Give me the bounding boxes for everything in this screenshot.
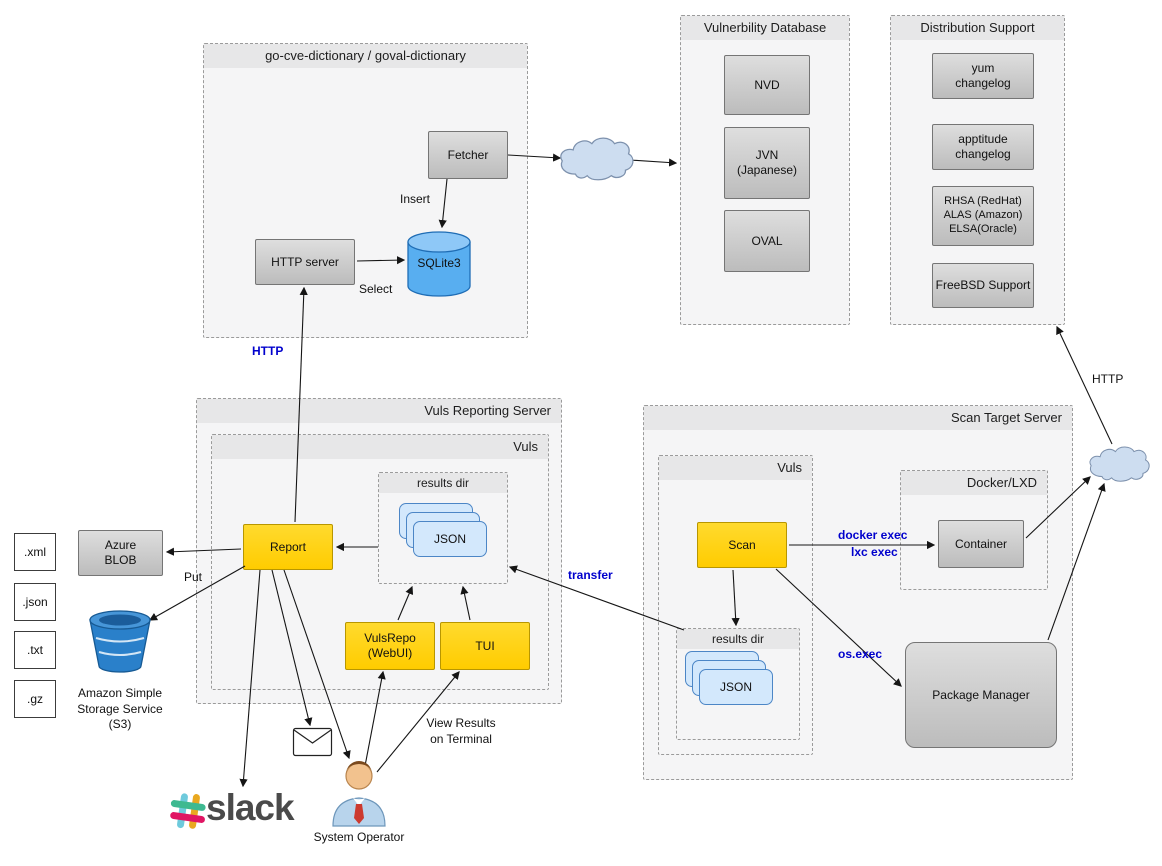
json-file: JSON	[699, 669, 773, 705]
reporting-vuls-title: Vuls	[212, 435, 548, 459]
json-file: JSON	[413, 521, 487, 557]
sqlite-label: SQLite3	[417, 256, 461, 270]
scan-results-dir-title: results dir	[677, 629, 799, 649]
freebsd-support-node: FreeBSD Support	[932, 263, 1034, 308]
nvd-node: NVD	[724, 55, 810, 115]
slack-hash-icon	[170, 793, 206, 829]
s3-label: Amazon Simple Storage Service (S3)	[77, 686, 163, 732]
reporting-results-dir: results dir JSON	[378, 472, 508, 584]
lxc-exec-label: lxc exec	[851, 545, 898, 559]
yum-changelog-node: yum changelog	[932, 53, 1034, 99]
http-edge-label: HTTP	[252, 344, 284, 358]
reporting-server-title: Vuls Reporting Server	[197, 399, 561, 423]
docker-lxd-title: Docker/LXD	[901, 471, 1047, 495]
person-icon	[332, 761, 386, 827]
cloud-icon	[1089, 446, 1150, 482]
scan-target-server-title: Scan Target Server	[644, 406, 1072, 430]
slack-label: slack	[206, 787, 295, 828]
scan-vuls-title: Vuls	[659, 456, 812, 480]
vulsrepo-node: VulsRepo (WebUI)	[345, 622, 435, 670]
os-exec-label: os.exec	[838, 647, 883, 661]
reporting-json-stack: JSON	[399, 503, 489, 563]
cloud-icon	[560, 137, 634, 181]
reporting-results-dir-title: results dir	[379, 473, 507, 493]
apptitude-changelog-node: apptitude changelog	[932, 124, 1034, 170]
file-type-json: .json	[14, 583, 56, 621]
envelope-icon	[292, 727, 333, 757]
s3-bucket-icon	[89, 610, 151, 673]
http-right-label: HTTP	[1092, 372, 1124, 386]
distribution-support-group: Distribution Support	[890, 15, 1065, 325]
view-results-label: View Results on Terminal	[426, 716, 496, 746]
insert-label: Insert	[400, 192, 431, 206]
jvn-node: JVN (Japanese)	[724, 127, 810, 199]
container-node: Container	[938, 520, 1024, 568]
fetcher-node: Fetcher	[428, 131, 508, 179]
distribution-support-title: Distribution Support	[891, 16, 1064, 40]
system-operator-label: System Operator	[313, 830, 405, 844]
docker-exec-label: docker exec	[838, 528, 908, 542]
select-label: Select	[359, 282, 393, 296]
scan-json-stack: JSON	[685, 651, 775, 711]
file-type-xml: .xml	[14, 533, 56, 571]
scan-node: Scan	[697, 522, 787, 568]
rhsa-alas-elsa-node: RHSA (RedHat) ALAS (Amazon) ELSA(Oracle)	[932, 186, 1034, 246]
http-server-node: HTTP server	[255, 239, 355, 285]
azure-blob-node: Azure BLOB	[78, 530, 163, 576]
file-type-gz: .gz	[14, 680, 56, 718]
cve-dictionary-title: go-cve-dictionary / goval-dictionary	[204, 44, 527, 68]
report-node: Report	[243, 524, 333, 570]
put-label: Put	[184, 570, 203, 584]
vulnerability-database-title: Vulnerbility Database	[681, 16, 849, 40]
tui-node: TUI	[440, 622, 530, 670]
cve-dictionary-group: go-cve-dictionary / goval-dictionary	[203, 43, 528, 338]
arrow-cloud-to-vulndb	[629, 158, 678, 167]
oval-node: OVAL	[724, 210, 810, 272]
file-type-txt: .txt	[14, 631, 56, 669]
transfer-edge-label: transfer	[568, 568, 613, 582]
scan-results-dir: results dir JSON	[676, 628, 800, 740]
package-manager-node: Package Manager	[905, 642, 1057, 748]
